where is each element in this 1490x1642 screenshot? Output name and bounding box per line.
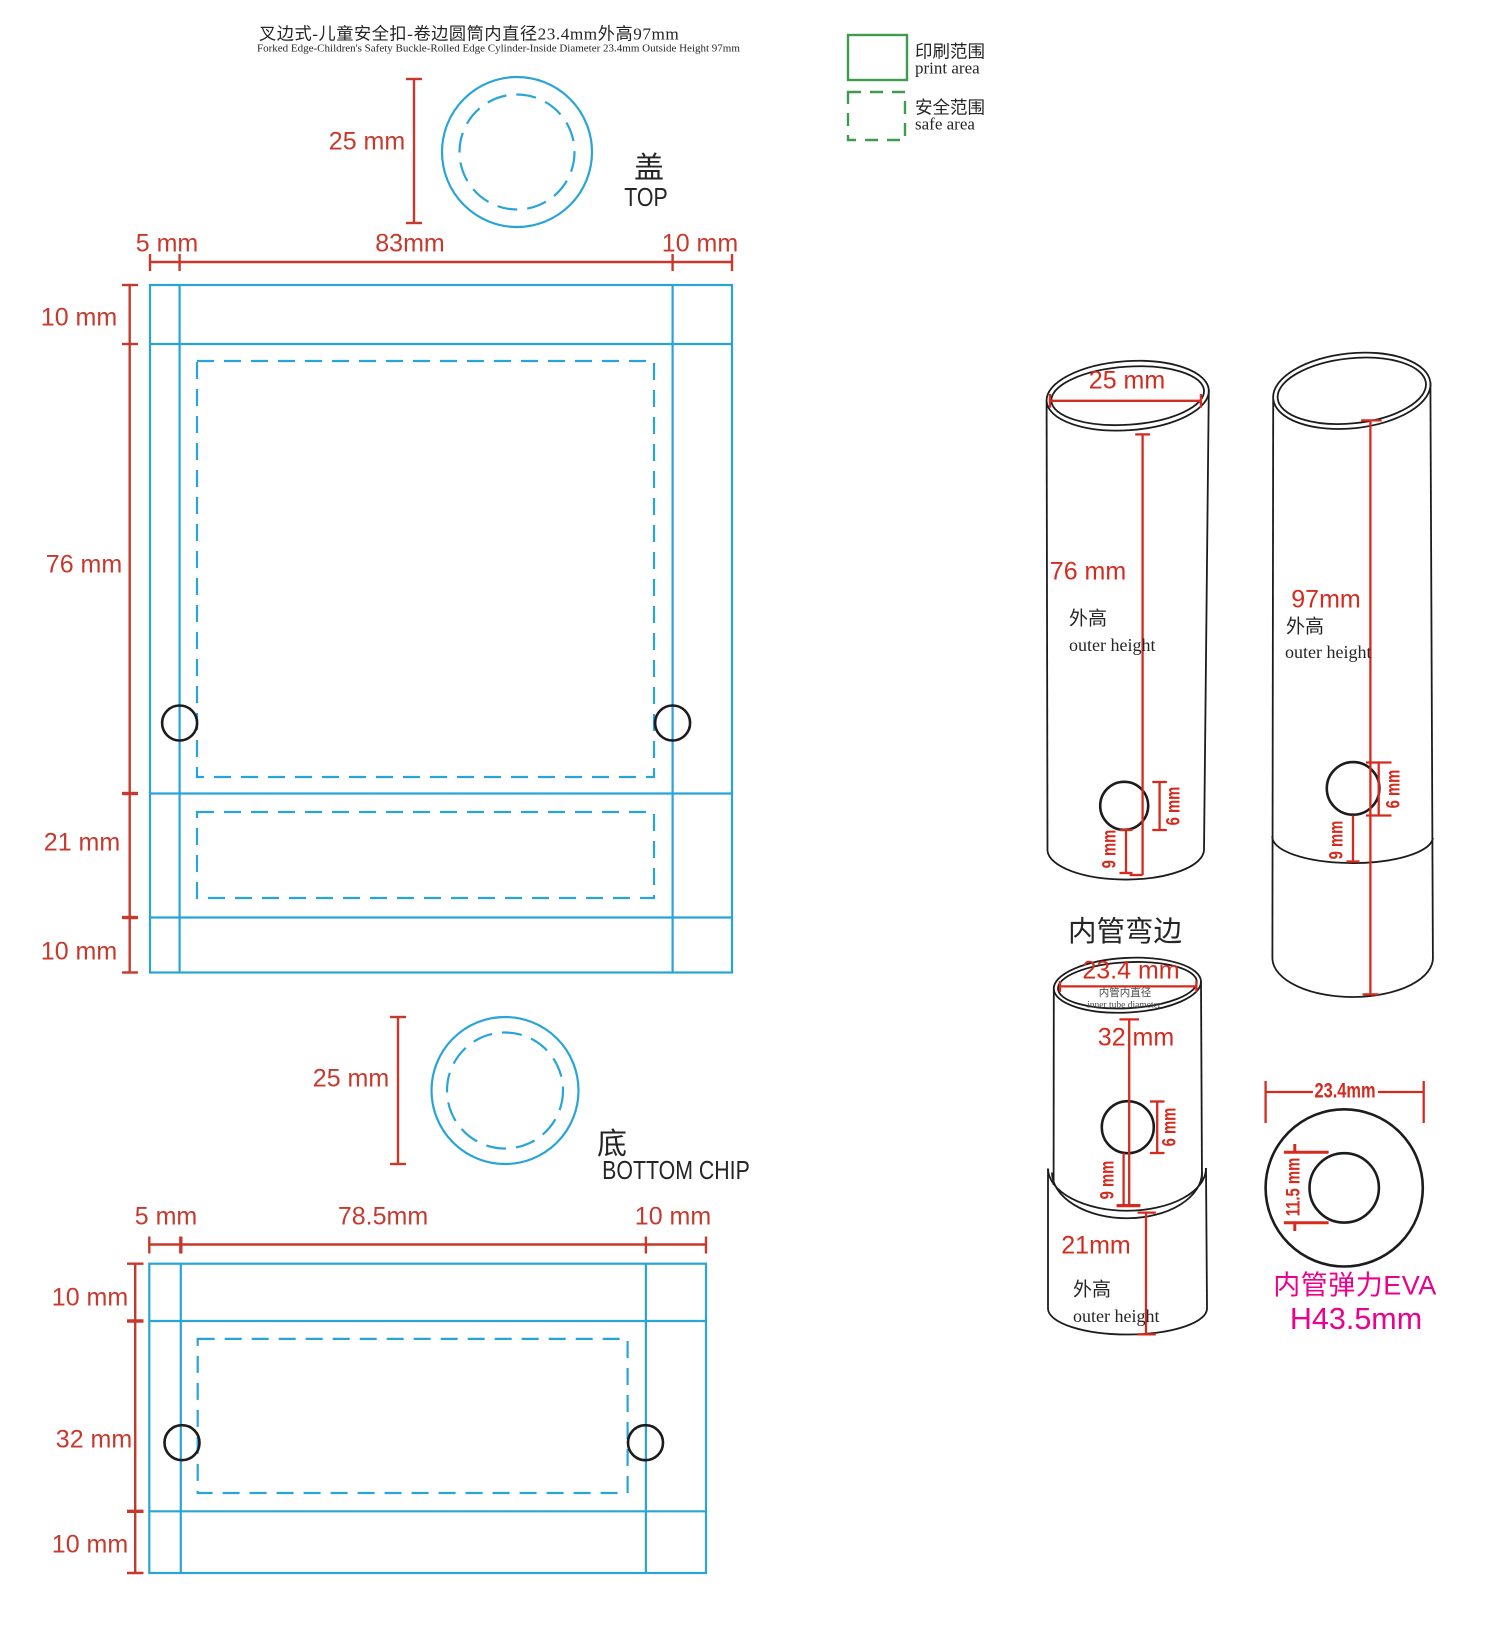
innertube-offset-dim-label: 9 mm [1097,1160,1119,1200]
cyl97-height-label: 97mm [1291,585,1361,614]
chip-width-seg-1: 5 mm [134,1202,198,1231]
bottom-cap-diameter-label: 25 mm [312,1064,390,1093]
cyl97-right-edge [1429,382,1434,958]
body-height-seg-4: 10 mm [40,937,118,966]
chip-width-seg-3: 10 mm [634,1202,712,1231]
cyl76-offset-dim-label: 9 mm [1099,829,1121,869]
eva-outer-circle [1264,1108,1425,1268]
innertube-title: 内管弯边 [1067,916,1183,948]
eva-material-line1: 内管弹力EVA [1273,1270,1437,1301]
chip-safe-area [196,1337,629,1495]
cyl76-outer-height-en: outer height [1069,635,1156,655]
print-area-swatch [846,33,909,82]
bottom-cap-name-en: BOTTOM CHIP [602,1155,750,1185]
chip-height-seg-3: 10 mm [51,1530,129,1559]
safe-area-swatch [846,90,907,142]
top-cap-safe-circle [458,93,576,211]
cyl76-left-edge [1045,401,1049,852]
cyl76-right-edge [1203,389,1210,851]
cyl97-outer-height-en: outer height [1285,642,1372,662]
cyl97-left-edge [1271,399,1275,960]
cyl76-hole-dim-label: 6 mm [1163,786,1185,826]
cyl76-hole [1098,780,1150,832]
chip-hole-left [163,1423,201,1462]
body-safe-area-strip [195,810,656,900]
innertube-hole [1100,1099,1156,1155]
cyl76-bottom-edge [1046,849,1205,881]
innertube-note-en: inner tube diameter [1087,1000,1161,1011]
legend-print-area-zh: 印刷范围 [915,41,985,62]
eva-outer-dia-label: 23.4mm [1314,1079,1376,1103]
body-height-seg-3: 21 mm [43,828,121,857]
top-cap-name-zh: 盖 [634,152,664,185]
bottom-cap-safe-circle [445,1031,565,1150]
top-cap-diameter-label: 25 mm [328,127,406,156]
innertube-hole-dim-label: 6 mm [1159,1107,1181,1147]
legend-safe-area-en: safe area [915,114,975,134]
legend-safe-area-zh: 安全范围 [915,97,985,118]
eva-material-line2: H43.5mm [1289,1301,1423,1336]
flange-height-label: 21mm [1061,1231,1131,1260]
body-height-seg-2: 76 mm [45,550,123,579]
flange-rim-inner [1051,1171,1203,1220]
innertube-outer-height-en: outer height [1073,1306,1160,1326]
page-title: 叉边式-儿童安全扣-卷边圆筒内直径23.4mm外高97mm [259,24,680,44]
chip-height-seg-1: 10 mm [51,1283,129,1312]
bottom-cap-name-zh: 底 [597,1128,627,1161]
body-hole-left [160,704,199,742]
chip-hole-right [626,1423,665,1462]
innertube-diameter-label: 23.4 mm [1082,956,1180,985]
top-cap-circle [440,75,594,229]
cyl97-hole-dim-label: 6 mm [1383,769,1405,809]
cyl97-bottom-edge [1271,956,1434,998]
body-hole-right [653,704,692,742]
legend-print-area-en: print area [915,58,980,78]
innertube-top-ellipse [1052,956,1202,1014]
cyl97-outer-height-zh: 外高 [1286,616,1325,638]
cyl76-diameter-label: 25 mm [1088,366,1166,395]
cyl97-offset-dim-label: 9 mm [1326,820,1348,860]
innertube-height-label: 32 mm [1097,1023,1175,1052]
cyl76-height-label: 76 mm [1049,557,1127,586]
eva-inner-circle [1308,1151,1381,1224]
flange-right-edge [1205,1167,1208,1309]
body-dieline-outline [148,283,734,974]
body-safe-area-main [195,359,656,779]
chip-width-seg-2: 78.5mm [337,1202,429,1231]
body-width-seg-1: 5 mm [135,229,199,258]
eva-inner-dia-label: 11.5 mm [1283,1157,1305,1217]
top-cap-name-en: TOP [624,182,668,212]
cyl97-cap-seam [1271,835,1434,864]
innertube-outer-height-zh: 外高 [1073,1279,1112,1301]
chip-height-seg-2: 32 mm [55,1425,133,1454]
cyl76-outer-height-zh: 外高 [1069,608,1108,630]
page-subtitle: Forked Edge-Children's Safety Buckle-Rol… [257,42,740,55]
flange-bottom-edge [1047,1307,1208,1336]
body-width-seg-2: 83mm [375,229,445,258]
cyl97-top-rim [1276,356,1427,425]
innertube-right-edge [1200,981,1203,1183]
chip-dieline-outline [148,1262,708,1575]
bottom-cap-circle [430,1015,580,1166]
innertube-note-zh: 内管内直径 [1098,987,1152,999]
body-width-seg-3: 10 mm [661,229,739,258]
body-height-seg-1: 10 mm [40,303,118,332]
